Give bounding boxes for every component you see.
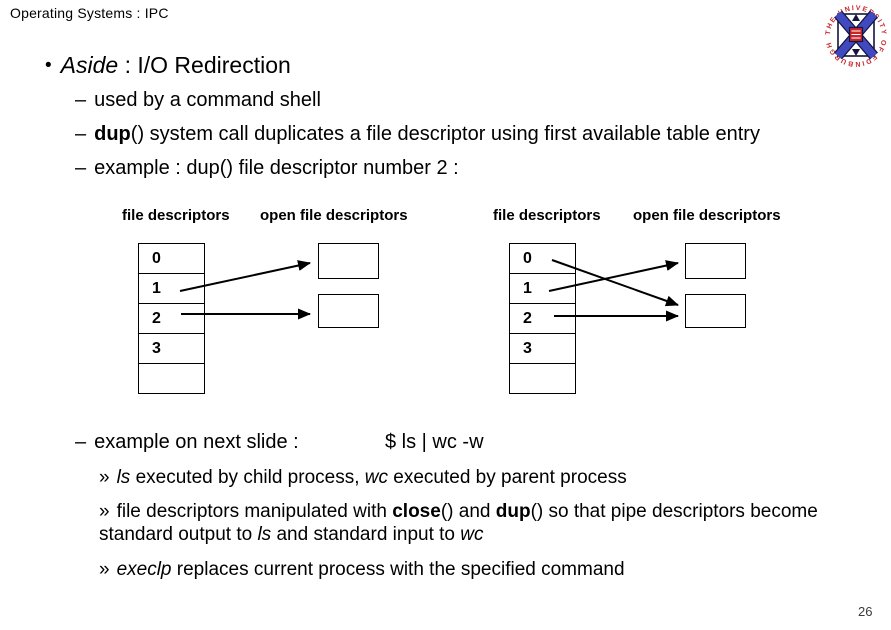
list-item-example-next-slide: –example on next slide :	[75, 431, 299, 454]
dup-keyword: dup	[495, 501, 531, 522]
page-number: 26	[858, 604, 873, 619]
dash-bullet-icon: –	[75, 431, 87, 453]
ofd-label-right: open file descriptors	[633, 207, 781, 224]
list-item-dup-syscall: –dup() system call duplicates a file des…	[75, 123, 760, 146]
page-title: • Aside : I/O Redirection	[45, 52, 291, 79]
title-rest: : I/O Redirection	[118, 52, 291, 78]
open-fd-box-2-right	[685, 294, 746, 328]
list-item-text: example : dup() file descriptor number 2…	[94, 157, 459, 179]
dup-keyword: dup	[94, 123, 131, 145]
list-item-text: () system call duplicates a file descrip…	[130, 123, 760, 145]
list-item-example-dup: –example : dup() file descriptor number …	[75, 157, 459, 180]
dash-bullet-icon: –	[75, 89, 87, 111]
chevron-bullet-icon: »	[99, 467, 110, 488]
fd-row-1: 1	[510, 274, 575, 304]
fd-row-empty	[139, 364, 204, 394]
sub-item-text: and standard input to	[271, 524, 461, 545]
sub-item-execlp: » execlp replaces current process with th…	[99, 558, 625, 581]
list-item-used-by-shell: –used by a command shell	[75, 89, 321, 112]
execlp-keyword: execlp	[116, 559, 172, 580]
fd-table-right: 0 1 2 3	[509, 243, 576, 394]
crest-shield-icon	[834, 10, 878, 60]
shell-command: $ ls | wc -w	[385, 431, 484, 453]
bullet-icon: •	[45, 55, 52, 76]
sub-item-fd-manipulation: » file descriptors manipulated with close…	[99, 500, 844, 546]
chevron-bullet-icon: »	[99, 559, 110, 580]
fd-row-empty	[510, 364, 575, 394]
fd-row-3: 3	[510, 334, 575, 364]
dash-bullet-icon: –	[75, 157, 87, 179]
title-aside: Aside	[60, 52, 119, 78]
fd-row-0: 0	[139, 244, 204, 274]
sub-item-text: () and	[440, 501, 496, 522]
fd-row-0: 0	[510, 244, 575, 274]
sub-item-text: executed by parent process	[388, 467, 627, 488]
university-crest-logo: THE UNIVERSITY OF EDINBURGH	[823, 2, 889, 68]
wc-command: wc	[460, 524, 484, 545]
fd-table-left: 0 1 2 3	[138, 243, 205, 394]
fd-label-left: file descriptors	[122, 207, 230, 224]
fd-label-right: file descriptors	[493, 207, 601, 224]
fd-row-1: 1	[139, 274, 204, 304]
sub-item-ls-wc-processes: » ls executed by child process, wc execut…	[99, 466, 627, 489]
fd-row-2: 2	[510, 304, 575, 334]
wc-command: wc	[364, 467, 389, 488]
chevron-bullet-icon: »	[99, 501, 110, 522]
open-fd-box-1-right	[685, 243, 746, 279]
sub-item-text: replaces current process with the specif…	[171, 559, 625, 580]
ofd-label-left: open file descriptors	[260, 207, 408, 224]
ls-command: ls	[116, 467, 131, 488]
sub-item-text: file descriptors manipulated with	[116, 501, 393, 522]
ls-command: ls	[257, 524, 272, 545]
close-keyword: close	[392, 501, 441, 522]
open-fd-box-2-left	[318, 294, 379, 328]
sub-item-text: () so that pipe descriptors become stand…	[99, 501, 818, 545]
dash-bullet-icon: –	[75, 123, 87, 145]
open-fd-box-1-left	[318, 243, 379, 279]
sub-item-text: executed by child process,	[130, 467, 365, 488]
list-item-text: example on next slide :	[94, 431, 299, 453]
fd-row-2: 2	[139, 304, 204, 334]
slide-header-title: Operating Systems : IPC	[10, 5, 169, 21]
list-item-text: used by a command shell	[94, 89, 321, 111]
fd-row-3: 3	[139, 334, 204, 364]
